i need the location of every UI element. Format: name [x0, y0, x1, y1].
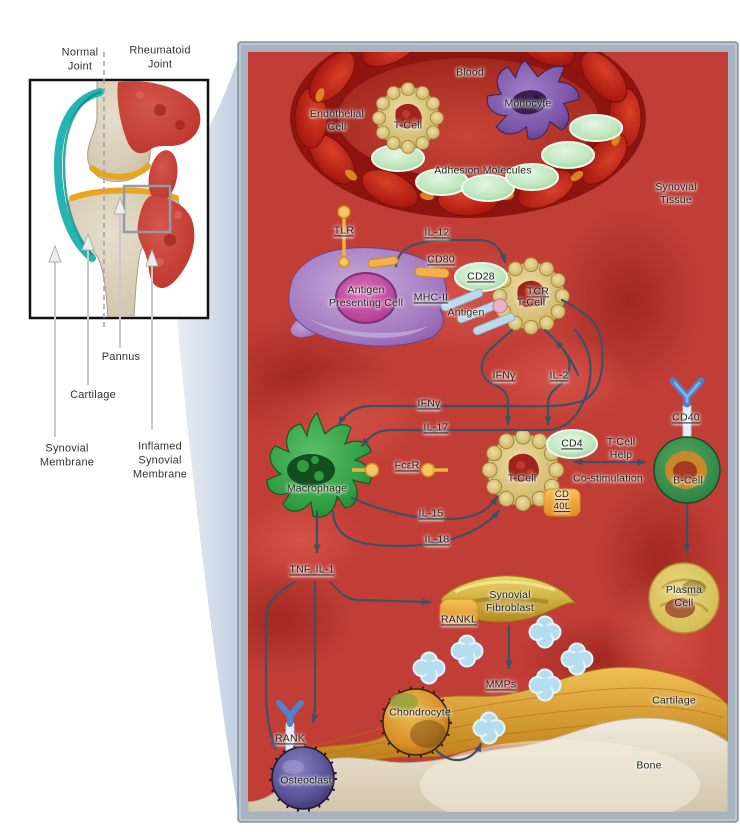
- macrophage-cell: [266, 412, 372, 518]
- chondrocyte-cell: [380, 686, 452, 758]
- antigen-presenting-cell: [288, 247, 447, 347]
- plasma-cell: [648, 562, 720, 634]
- cd40l-molecule: [543, 488, 581, 517]
- cd28-molecule: [454, 262, 508, 292]
- inset-leader-lines: [54, 212, 153, 437]
- monocyte-cell: [486, 59, 580, 140]
- receptor-molecules: [337, 205, 598, 517]
- inset-leader-arrowheads: [48, 196, 159, 267]
- antigen-molecule: [492, 298, 508, 314]
- mhc-tcr-complex: [440, 288, 516, 336]
- tlr-receptor: [337, 205, 351, 219]
- osteoclast-cell: [269, 700, 337, 812]
- fcer-receptor: [352, 462, 448, 478]
- pathway-arrows: [264, 238, 691, 761]
- blood-vessel: [290, 52, 646, 218]
- rankl-molecule: [439, 598, 479, 626]
- rank-receptor: [276, 700, 304, 727]
- cd80-molecule: [367, 255, 450, 279]
- bone-layer: [248, 717, 728, 812]
- cd4-molecule: [546, 429, 598, 459]
- b-cell: [653, 377, 721, 504]
